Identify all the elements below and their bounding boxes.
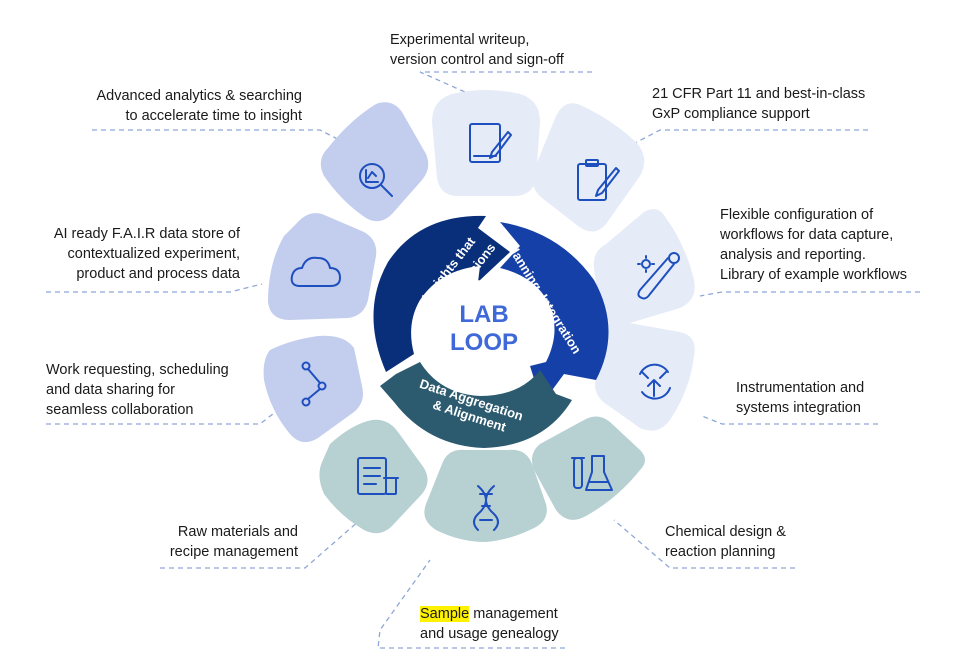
segment-aggregation <box>380 362 572 448</box>
leader-raw <box>160 519 361 569</box>
leader-instrumentation <box>701 415 878 425</box>
label-writeup: Experimental writeup, version control an… <box>390 30 564 70</box>
label-cfr-line1: 21 CFR Part 11 and best-in-class <box>652 86 866 102</box>
label-sample-highlight: Sample <box>420 606 470 622</box>
document-vial-icon <box>357 457 399 495</box>
tile-ai <box>268 213 377 320</box>
label-config: Flexible configuration of workflows for … <box>720 205 907 285</box>
leader-ai <box>46 283 263 293</box>
cloud-icon <box>290 256 341 287</box>
leader-work <box>46 409 279 425</box>
label-config-line1: Flexible configuration of <box>720 207 874 223</box>
label-config-line2: workflows for data capture, <box>720 227 894 243</box>
label-chemical: Chemical design & reaction planning <box>665 522 786 562</box>
label-raw-line2: recipe management <box>169 544 298 560</box>
label-instrumentation-line1: Instrumentation and <box>736 380 865 396</box>
label-ai-line3: product and process data <box>76 266 240 282</box>
leader-writeup <box>419 71 592 97</box>
segment-planning <box>500 222 609 404</box>
leader-chemical <box>613 519 795 569</box>
wrench-gear-icon <box>637 252 680 300</box>
outer-ring-tiles <box>263 90 695 542</box>
label-ai: AI ready F.A.I.R data store of contextua… <box>30 224 240 284</box>
label-work-line3: seamless collaboration <box>46 402 194 418</box>
tile-work <box>263 335 363 443</box>
tile-chemical <box>532 416 645 520</box>
label-sample-rest: management <box>469 606 558 622</box>
label-work-line2: and data sharing for <box>46 382 175 398</box>
label-sample-line1: Sample management <box>420 604 559 624</box>
leader-analytics <box>92 129 356 149</box>
segment-insights <box>373 215 510 372</box>
clipboard-pen-icon <box>577 159 620 201</box>
leader-sample <box>377 559 565 649</box>
label-cfr-line2: GxP compliance support <box>652 106 810 122</box>
leader-cfr <box>617 129 868 153</box>
tile-writeup <box>432 90 540 196</box>
label-ai-line1: AI ready F.A.I.R data store of <box>53 226 240 242</box>
instrument-integration-icon <box>639 363 671 400</box>
label-writeup-line1: Experimental writeup, <box>390 32 530 48</box>
label-raw-line1: Raw materials and <box>177 524 298 540</box>
label-analytics: Advanced analytics & searching to accele… <box>80 86 302 126</box>
label-instrumentation-line2: systems integration <box>736 400 861 416</box>
share-nodes-icon <box>301 361 327 407</box>
magnify-chart-icon <box>359 163 393 197</box>
label-work: Work requesting, scheduling and data sha… <box>46 360 229 420</box>
tile-cfr <box>532 103 645 232</box>
label-work-line1: Work requesting, scheduling <box>46 362 229 378</box>
label-config-line3: analysis and reporting. <box>720 247 866 263</box>
label-instrumentation: Instrumentation and systems integration <box>736 378 864 418</box>
label-chemical-line2: reaction planning <box>665 544 776 560</box>
dna-icon <box>473 485 499 531</box>
label-analytics-line1: Advanced analytics & searching <box>96 88 302 104</box>
label-writeup-line2: version control and sign-off <box>390 52 564 68</box>
label-ai-line2: contextualized experiment, <box>67 246 241 262</box>
leader-config <box>699 291 920 297</box>
label-sample-line2: and usage genealogy <box>420 626 559 642</box>
center-line2: LOOP <box>450 329 518 356</box>
label-analytics-line2: to accelerate time to insight <box>125 108 302 124</box>
label-cfr: 21 CFR Part 11 and best-in-class GxP com… <box>652 84 865 124</box>
notebook-pen-icon <box>469 123 512 163</box>
label-sample: Sample management and usage genealogy <box>420 604 559 644</box>
label-config-line4: Library of example workflows <box>720 267 907 283</box>
label-chemical-line1: Chemical design & <box>665 524 786 540</box>
chemistry-flask-icon <box>571 455 613 491</box>
center-circle <box>434 280 534 380</box>
tile-analytics <box>320 102 429 222</box>
center-line1: LAB <box>459 301 508 328</box>
label-raw: Raw materials and recipe management <box>150 522 298 562</box>
inner-ring <box>373 215 609 448</box>
